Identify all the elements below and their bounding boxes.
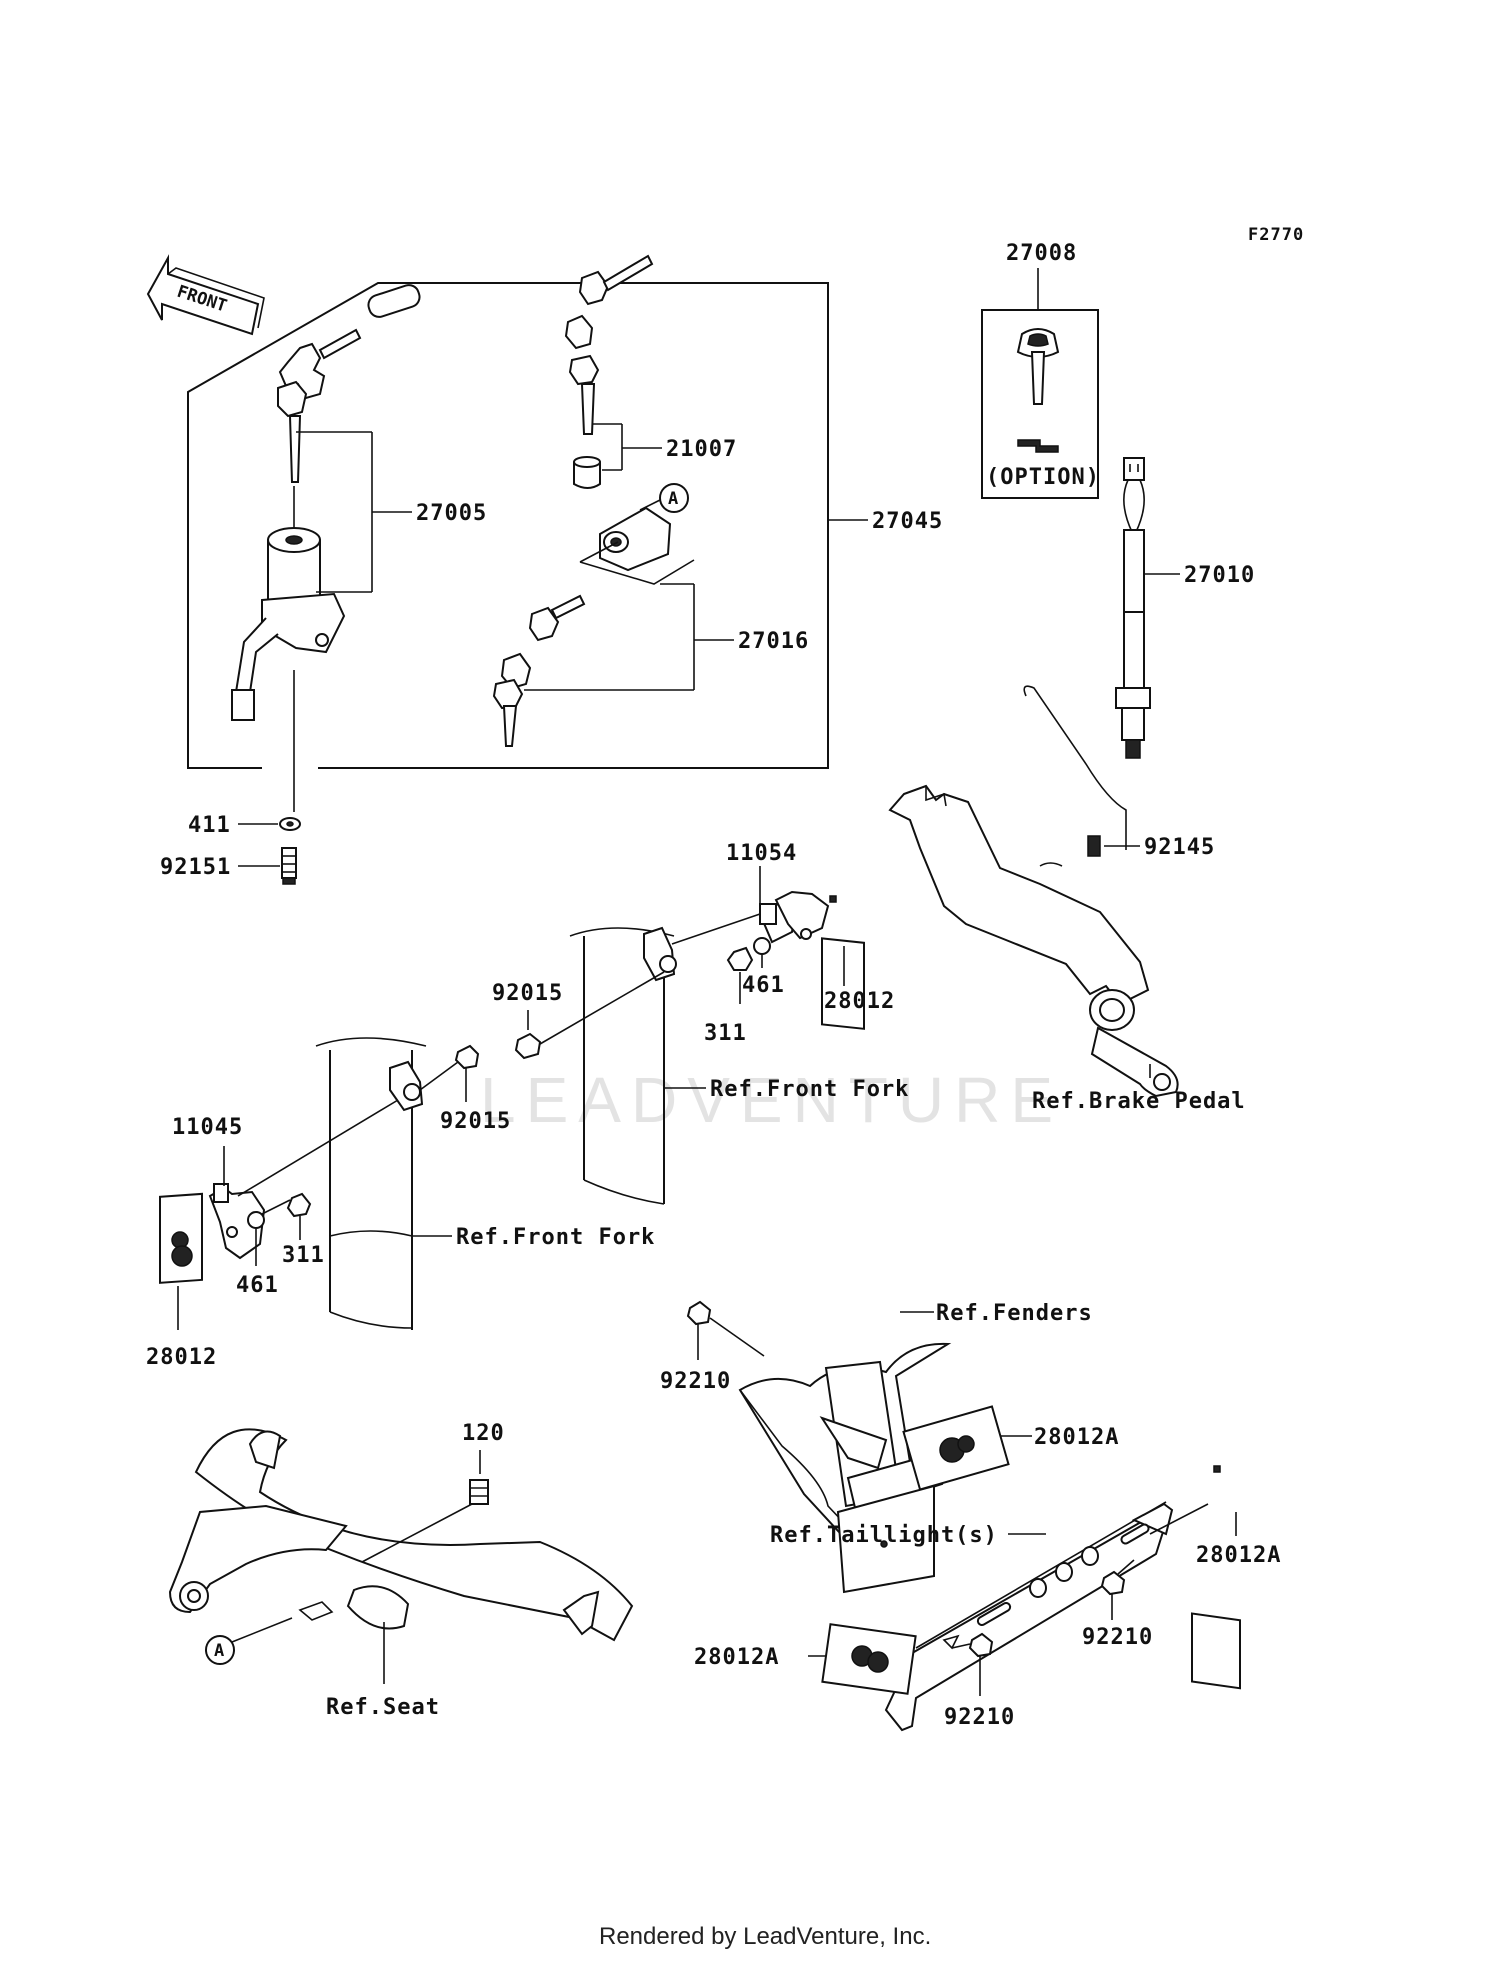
part-92210-c: 92210 (944, 1705, 1015, 1730)
part-411: 411 (188, 813, 231, 838)
bolt-120 (469, 1479, 489, 1505)
reflector-28012-b (159, 1192, 203, 1284)
part-92015-a: 92015 (492, 981, 563, 1006)
part-28012-a: 28012 (824, 989, 895, 1014)
part-92145: 92145 (1144, 835, 1215, 860)
taillight-bracket (884, 1501, 1174, 1732)
part-27045: 27045 (872, 509, 943, 534)
nut-92210-c (968, 1632, 994, 1658)
part-28012-b: 28012 (146, 1345, 217, 1370)
nut-311-b (286, 1192, 312, 1218)
screw-92151 (281, 847, 297, 885)
key-set-21007 (564, 254, 654, 489)
ref-seat: Ref.Seat (326, 1695, 440, 1720)
part-92151: 92151 (160, 855, 231, 880)
front-arrow-icon: FRONT (146, 254, 265, 336)
part-28012A-c: 28012A (694, 1645, 779, 1670)
reflector-28012-a (821, 895, 865, 1030)
part-27010: 27010 (1184, 563, 1255, 588)
part-28012A-a: 28012A (1034, 1425, 1119, 1450)
seat-frame (168, 1428, 634, 1642)
reflector-28012A-a (902, 1405, 1010, 1491)
part-311-b: 311 (282, 1243, 325, 1268)
kit-frame (187, 282, 829, 769)
part-27005: 27005 (416, 501, 487, 526)
option-label: (OPTION) (986, 465, 1100, 490)
blank-key-icon (1016, 328, 1060, 453)
reflector-bracket-11045 (208, 1183, 266, 1260)
footer-credit: Rendered by LeadVenture, Inc. (599, 1923, 931, 1950)
part-27016: 27016 (738, 629, 809, 654)
front-fork-left (315, 1037, 427, 1330)
ref-taillights: Ref.Taillight(s) (770, 1523, 998, 1548)
brake-switch-27010 (1115, 457, 1151, 759)
part-120: 120 (462, 1421, 505, 1446)
part-21007: 21007 (666, 437, 737, 462)
part-92210-b: 92210 (1082, 1625, 1153, 1650)
option-box (981, 309, 1099, 499)
ref-A-top: A (668, 489, 678, 509)
seat-lock-27016 (492, 506, 695, 747)
front-fork-right (569, 926, 677, 1205)
reflector-bracket-11054 (758, 890, 830, 944)
ref-A-bottom: A (214, 1641, 224, 1661)
nut-92210-b (1100, 1570, 1126, 1596)
reflector-28012A-c (821, 1623, 917, 1695)
part-28012A-b: 28012A (1196, 1543, 1281, 1568)
ref-fenders: Ref.Fenders (936, 1301, 1093, 1326)
part-461-b: 461 (236, 1273, 279, 1298)
part-27008: 27008 (1006, 241, 1077, 266)
nut-92210-a (686, 1300, 712, 1326)
part-461-a: 461 (742, 973, 785, 998)
ignition-switch (231, 284, 421, 721)
part-11054: 11054 (726, 841, 797, 866)
reflector-28012A-b (1191, 1465, 1241, 1690)
washer-461-b (247, 1211, 265, 1229)
ref-front-fork-2: Ref.Front Fork (456, 1225, 655, 1250)
watermark: LEADVENTURE (480, 1064, 1063, 1136)
part-92015-b: 92015 (440, 1109, 511, 1134)
nut-92015-a (514, 1032, 542, 1060)
part-92210-a: 92210 (660, 1369, 731, 1394)
washer-461-a (753, 937, 771, 955)
figure-code: F2770 (1248, 225, 1304, 245)
part-311-a: 311 (704, 1021, 747, 1046)
nut-311-a (726, 946, 754, 971)
brake-pedal (888, 784, 1179, 1098)
part-11045: 11045 (172, 1115, 243, 1140)
spring-92145 (1023, 685, 1127, 850)
nut-92015-b (454, 1044, 480, 1070)
ref-front-fork-1: Ref.Front Fork (710, 1077, 909, 1102)
ref-brake-pedal: Ref.Brake Pedal (1032, 1089, 1246, 1114)
